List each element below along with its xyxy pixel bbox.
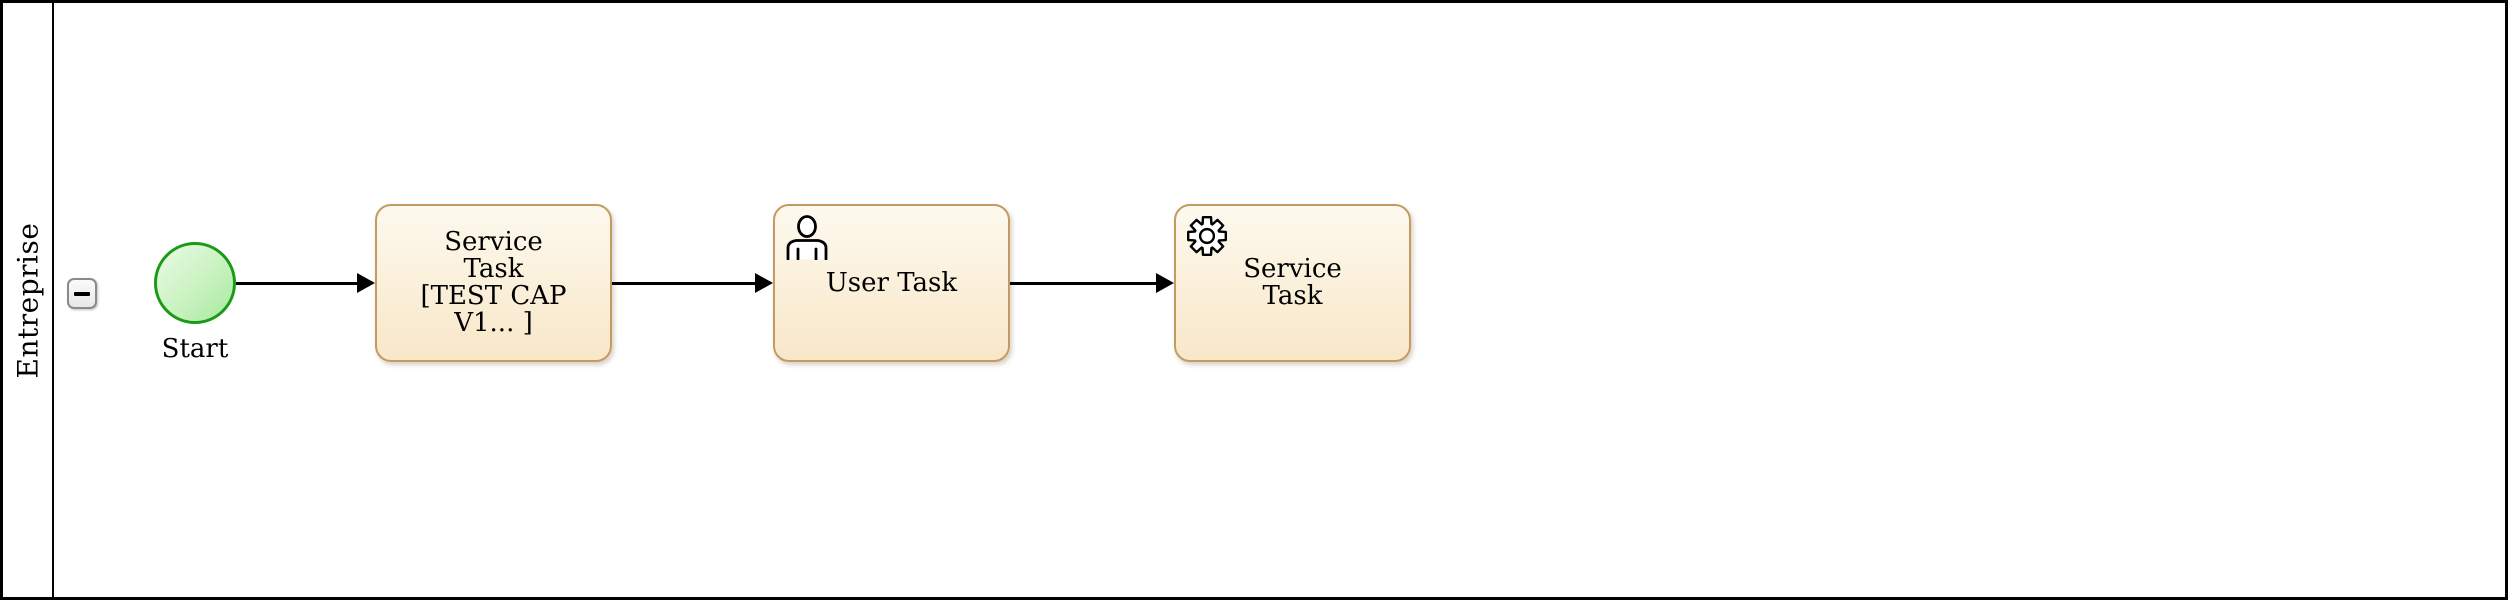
user-icon xyxy=(783,214,831,264)
pool-collapse-button[interactable] xyxy=(67,278,97,309)
arrowhead-icon xyxy=(357,273,375,293)
flow-line xyxy=(1010,281,1158,285)
gear-icon xyxy=(1184,214,1230,262)
task-label: Service Task xyxy=(1243,254,1342,311)
pool-label: Entreprise xyxy=(11,222,45,378)
task-service-2[interactable]: Service Task xyxy=(1174,204,1411,362)
arrowhead-icon xyxy=(755,273,773,293)
pool-label-strip[interactable]: Entreprise xyxy=(3,3,52,597)
task-label: Service Task [TEST CAP V1... ] xyxy=(420,227,567,338)
sequence-flow-3[interactable] xyxy=(1010,273,1174,293)
start-event[interactable] xyxy=(154,242,236,324)
sequence-flow-1[interactable] xyxy=(236,273,375,293)
minus-icon xyxy=(74,291,90,296)
pool-lane-divider xyxy=(52,3,54,597)
arrowhead-icon xyxy=(1156,273,1174,293)
flow-line xyxy=(612,281,757,285)
task-service-1[interactable]: Service Task [TEST CAP V1... ] xyxy=(375,204,612,362)
task-label: User Task xyxy=(825,267,958,298)
flow-line xyxy=(236,281,359,285)
task-user[interactable]: User Task xyxy=(773,204,1010,362)
sequence-flow-2[interactable] xyxy=(612,273,773,293)
start-event-label: Start xyxy=(161,334,229,364)
